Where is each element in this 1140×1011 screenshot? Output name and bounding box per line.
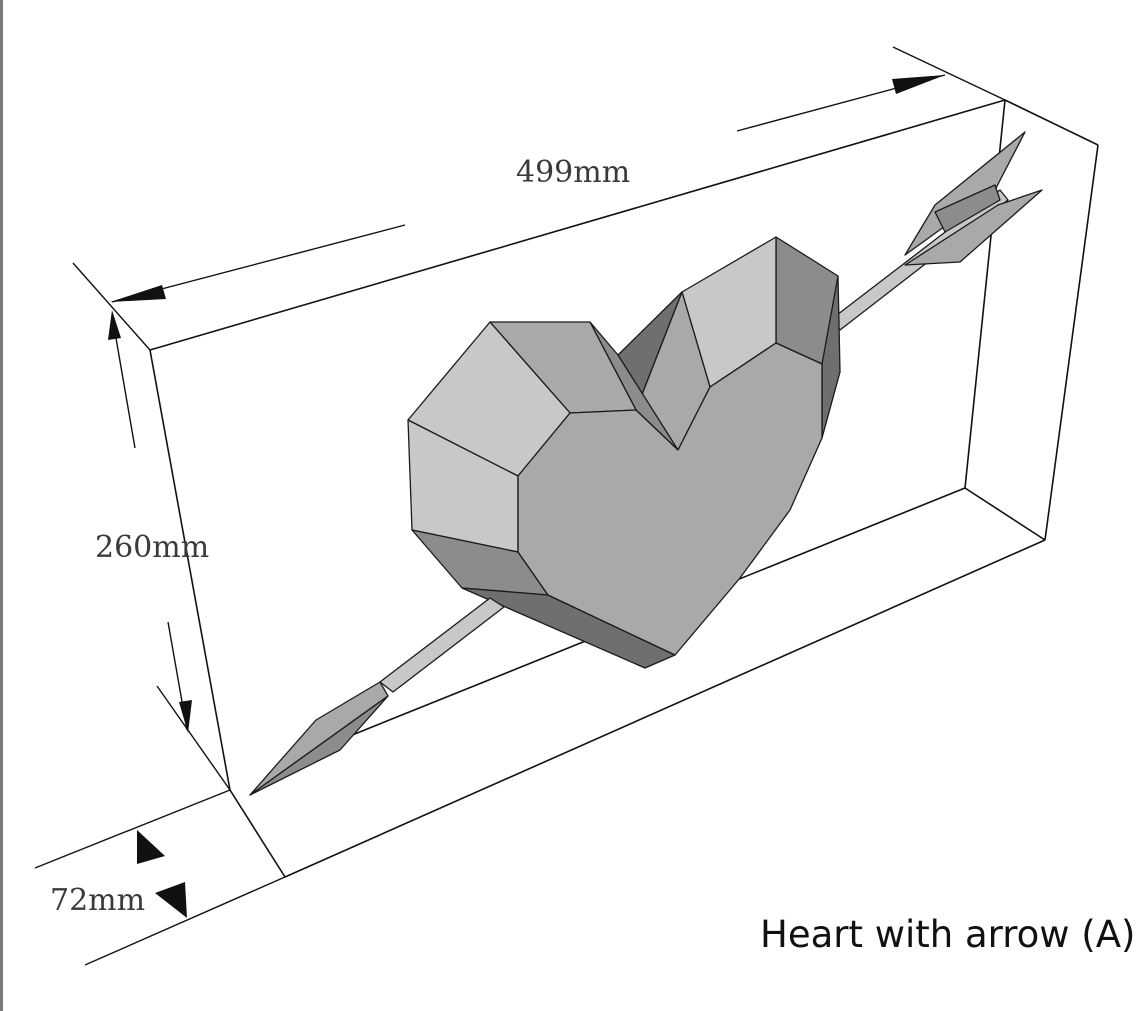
heart-shape [407, 236, 841, 669]
height-label: 260mm [95, 530, 209, 565]
width-label: 499mm [516, 155, 630, 190]
depth-extension-bottom [84, 876, 286, 966]
box-bottom-depth [229, 789, 286, 878]
box-inner-corner [964, 487, 1046, 541]
width-extension-right [892, 46, 1006, 101]
arrow-head-bottom [249, 695, 389, 796]
height-arrowhead-top [108, 310, 121, 340]
arrow-upper [832, 131, 1043, 331]
diagram-title: Heart with arrow (A) [760, 913, 1135, 956]
depth-arrowhead-top [137, 830, 165, 864]
depth-arrowhead-bottom [155, 882, 187, 918]
width-extension-left [72, 262, 151, 351]
left-border [0, 0, 3, 1011]
box-bottom-front [284, 539, 1046, 878]
height-arrowhead-bottom [179, 700, 192, 733]
box-back-top-edge [1004, 99, 1099, 146]
arrow-lower [249, 597, 505, 796]
arrow-fletching-bottom [904, 189, 1043, 266]
box-right-edge [1044, 144, 1099, 541]
height-extension-bottom [156, 685, 231, 791]
depth-label: 72mm [50, 883, 145, 918]
box-left-edge [149, 349, 231, 791]
width-arrowhead-left [110, 285, 166, 302]
depth-dimension: 72mm [34, 789, 286, 966]
arrow-shaft-lower [379, 597, 505, 693]
width-dimension: 499mm [72, 46, 1006, 351]
box-front-top-edge [149, 99, 1006, 351]
height-dimension: 260mm [95, 310, 231, 791]
arrow-head-top [249, 681, 389, 796]
heart-front-face [517, 342, 823, 656]
width-arrowhead-right [892, 75, 945, 94]
arrow-fletching-inner [934, 184, 1001, 233]
depth-extension-top [34, 789, 231, 869]
